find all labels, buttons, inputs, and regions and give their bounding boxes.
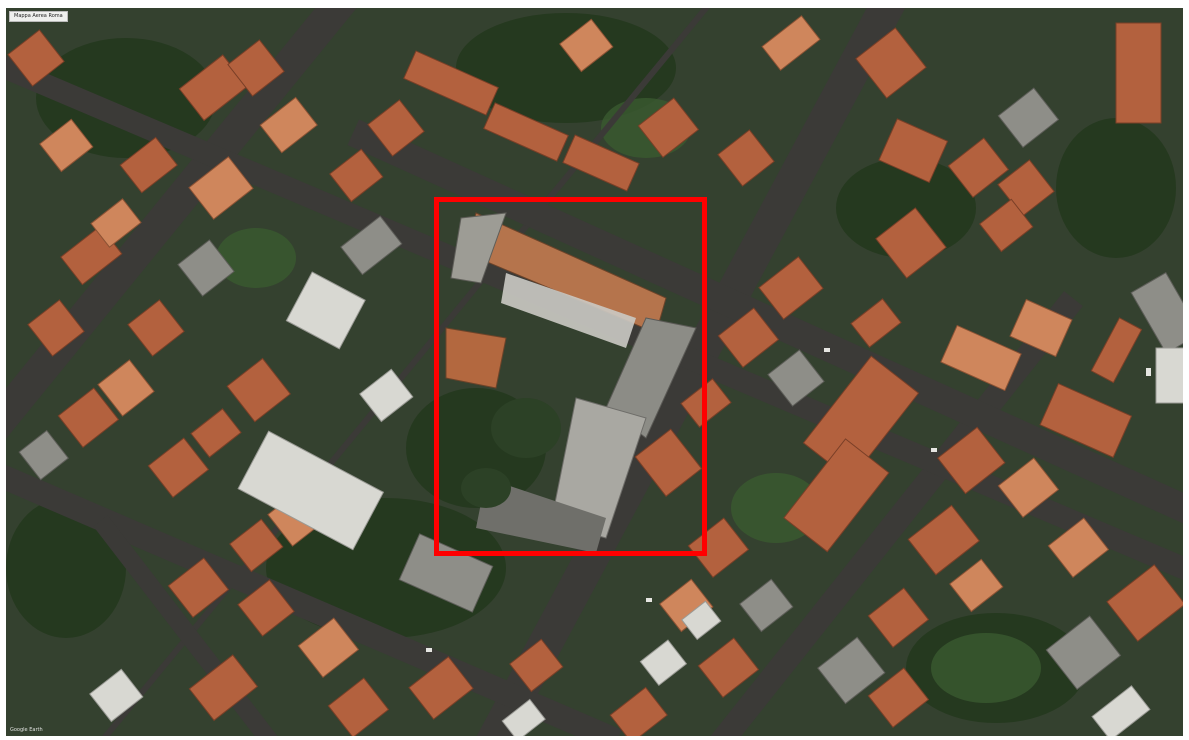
roofs-terracotta (7, 22, 1183, 736)
vegetation-areas (6, 13, 1176, 723)
map-attribution: Google Earth (10, 727, 43, 733)
streets (6, 8, 1183, 736)
street-details (426, 348, 1151, 652)
aerial-imagery (6, 8, 1183, 736)
roofs-grey (18, 87, 1183, 705)
satellite-map[interactable]: Mappa Aerea Roma Google Earth (6, 8, 1183, 736)
map-source-label: Mappa Aerea Roma (9, 11, 68, 22)
highlighted-building (445, 212, 697, 553)
roofs-white (89, 271, 1183, 736)
